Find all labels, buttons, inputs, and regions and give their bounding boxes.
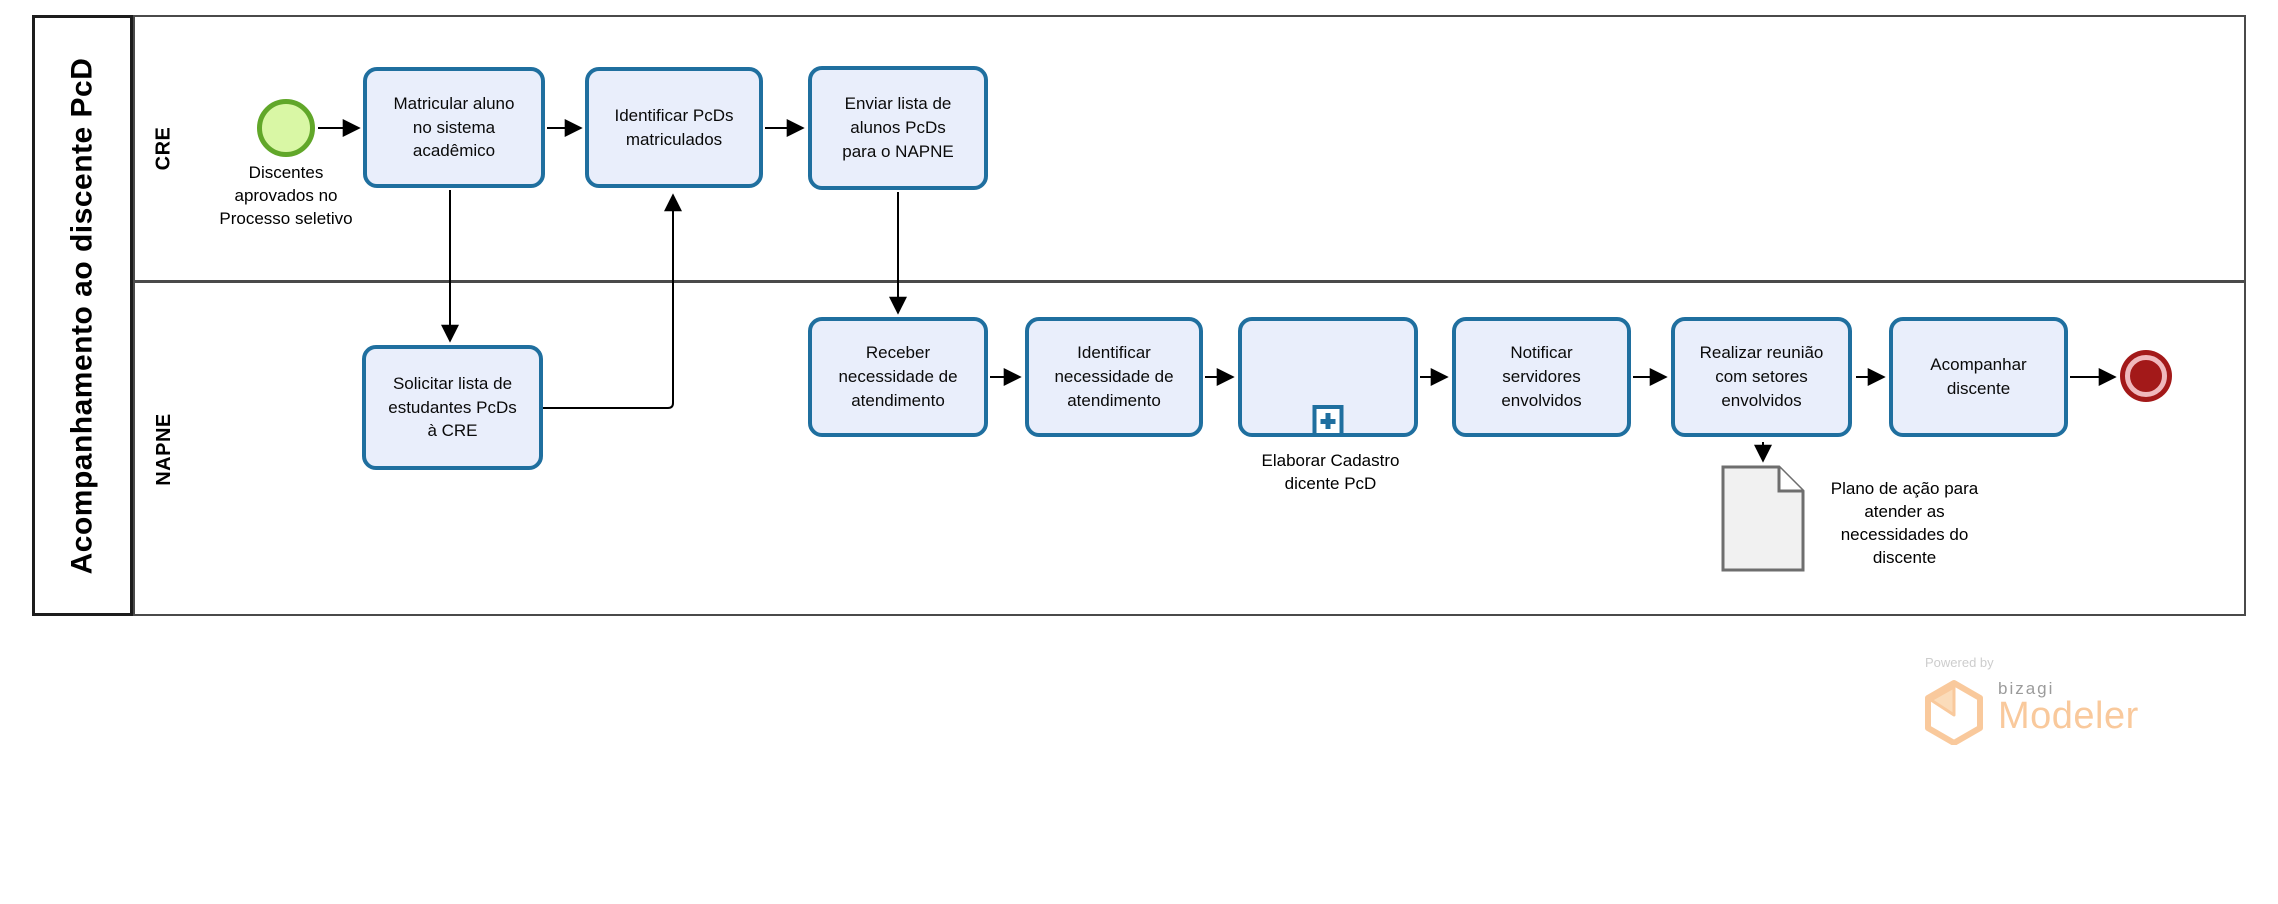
task-notificar-servidores[interactable]: Notificar servidores envolvidos: [1452, 317, 1631, 437]
powered-by-text: Powered by: [1925, 655, 1994, 670]
modeler-wordmark: Modeler: [1998, 695, 2139, 737]
task-identificar-pcds[interactable]: Identificar PcDs matriculados: [585, 67, 763, 188]
task-matricular-aluno[interactable]: Matricular aluno no sistema acadêmico: [363, 67, 545, 188]
start-event-label: Discentes aprovados no Processo seletivo: [219, 163, 353, 228]
end-event-ring: [2125, 355, 2167, 397]
task-realizar-reuniao[interactable]: Realizar reunião com setores envolvidos: [1671, 317, 1852, 437]
task-solicitar-lista[interactable]: Solicitar lista de estudantes PcDs à CRE: [362, 345, 543, 470]
task-receber-necessidade[interactable]: Receber necessidade de atendimento: [808, 317, 988, 437]
task-acompanhar-discente[interactable]: Acompanhar discente: [1889, 317, 2068, 437]
subprocess-label: Elaborar Cadastro dicente PcD: [1261, 451, 1400, 493]
task-label: Matricular aluno no sistema acadêmico: [393, 93, 515, 161]
pool-header[interactable]: Acompanhamento ao discente PcD: [32, 15, 133, 616]
data-object-document-icon[interactable]: [1721, 465, 1805, 572]
lane-area-border: [133, 15, 2246, 616]
lane-divider: [133, 280, 2246, 283]
subprocess-plus-icon[interactable]: [1312, 405, 1344, 437]
task-enviar-lista[interactable]: Enviar lista de alunos PcDs para o NAPNE: [808, 66, 988, 190]
bizagi-wordmark: bizagi: [1998, 679, 2055, 698]
task-identificar-necessidade[interactable]: Identificar necessidade de atendimento: [1025, 317, 1203, 437]
task-label: Notificar servidores envolvidos: [1501, 343, 1582, 410]
start-event[interactable]: [257, 99, 315, 157]
subprocess-elaborar-cadastro[interactable]: [1238, 317, 1418, 437]
bizagi-branding: Powered by bizagi Modeler: [1925, 655, 2215, 745]
end-event[interactable]: [2120, 350, 2172, 402]
task-label: Enviar lista de alunos PcDs para o NAPNE: [842, 94, 954, 161]
task-label: Identificar PcDs matriculados: [614, 105, 734, 149]
task-label: Solicitar lista de estudantes PcDs à CRE: [388, 373, 517, 441]
task-label: Realizar reunião com setores envolvidos: [1699, 343, 1824, 410]
data-object-label: Plano de ação para atender as necessidad…: [1830, 479, 1979, 567]
task-label: Receber necessidade de atendimento: [838, 343, 958, 410]
task-label: Acompanhar discente: [1930, 355, 2027, 398]
flow-solicitar-to-identificar-pcds: [543, 193, 682, 409]
task-label: Identificar necessidade de atendimento: [1054, 343, 1174, 410]
bizagi-hexagon-icon: [1925, 680, 1983, 745]
